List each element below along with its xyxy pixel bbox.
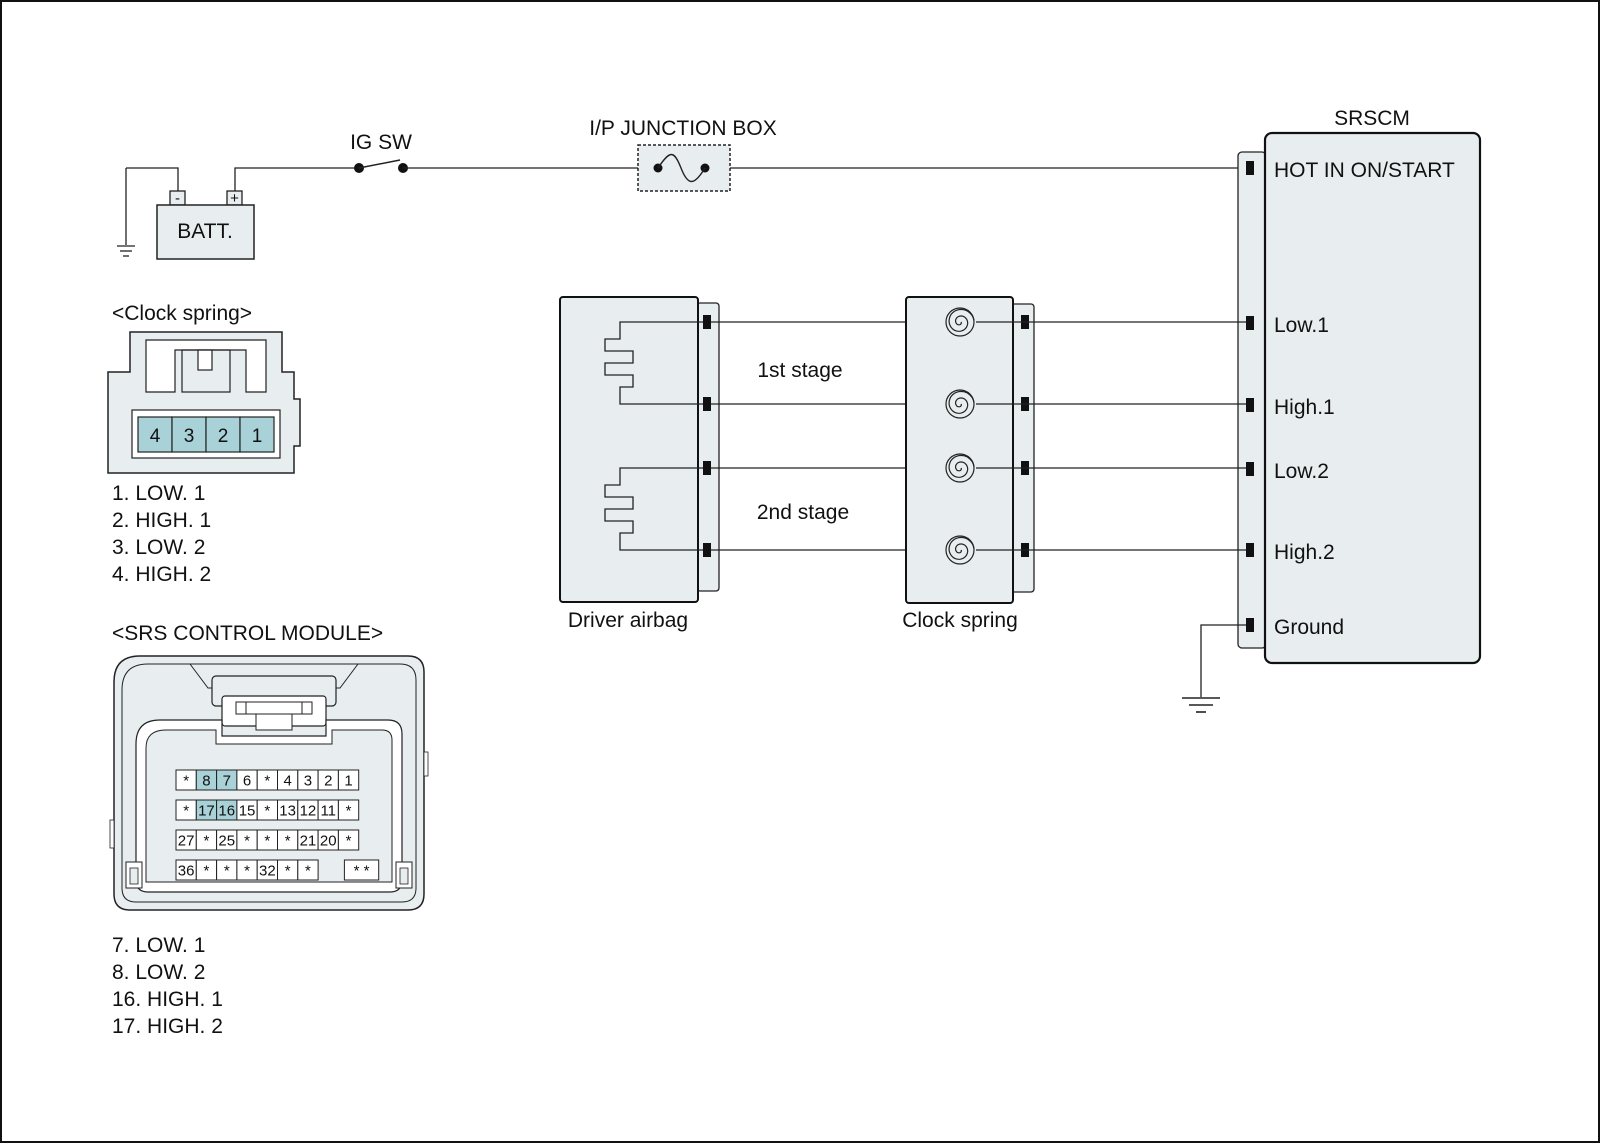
srs-pin-empty — [337, 829, 360, 851]
srs-pin-label: 13 — [279, 803, 296, 820]
battery-label: BATT. — [177, 220, 233, 243]
srs-pin-label: 15 — [239, 803, 256, 820]
clock-spring-label: Clock spring — [902, 609, 1018, 632]
clock-spring-coil-2 — [948, 390, 975, 414]
srs-pin-label: 1 — [344, 773, 352, 790]
battery-minus-label: - — [175, 190, 180, 207]
stage2-label: 2nd stage — [757, 501, 849, 524]
srscm-pin-high1: High.1 — [1246, 396, 1335, 419]
srscm-pin-high2: High.2 — [1246, 541, 1335, 564]
srscm-title: SRSCM — [1334, 107, 1410, 130]
svg-text:High.1: High.1 — [1274, 396, 1335, 419]
srs-pin-label: * — [264, 803, 270, 820]
clock-spring-coil-4 — [948, 536, 975, 560]
srs-pin-label: 6 — [243, 773, 251, 790]
srs-pin-label: 20 — [320, 833, 337, 850]
srs-legend-3: 16. HIGH. 1 — [112, 988, 223, 1011]
srs-pin-label: 17 — [198, 803, 215, 820]
srs-legend-2: 8. LOW. 2 — [112, 961, 205, 984]
clock-spring-pin-label: 4 — [150, 426, 161, 447]
srs-pin-label: 4 — [283, 773, 291, 790]
srs-pin-label: * — [285, 833, 291, 850]
ground-symbol-battery — [117, 168, 135, 257]
srscm-pin-low1: Low.1 — [1246, 314, 1329, 337]
clock-spring-pin-label: 3 — [184, 426, 195, 447]
srs-pin-empty — [297, 859, 319, 881]
srs-pin-1 — [337, 769, 360, 791]
srs-pin-label: * — [346, 833, 352, 850]
svg-text:Ground: Ground — [1274, 616, 1344, 639]
srs-pin-label: * * — [354, 863, 370, 880]
svg-text:HOT IN ON/START: HOT IN ON/START — [1274, 159, 1455, 182]
clock-spring-pin-3 — [171, 416, 207, 453]
clock-spring-connector-title: <Clock spring> — [112, 302, 252, 325]
clock-spring-pin-2 — [205, 416, 241, 453]
srs-pin-label: * — [264, 773, 270, 790]
srs-pin-label: * — [346, 803, 352, 820]
srs-pin-label: 32 — [259, 863, 276, 880]
clock-spring-pin-label: 1 — [252, 426, 263, 447]
srs-pin-label: * — [224, 863, 230, 880]
srs-pin-label: 21 — [300, 833, 317, 850]
srs-pin-label: 8 — [202, 773, 210, 790]
power-circuit: - + BATT. IG SW I/P JUNCTION BOX — [117, 117, 1248, 260]
srs-pin-label: * — [204, 833, 210, 850]
ignition-switch: IG SW — [350, 131, 412, 173]
battery: - + BATT. — [156, 190, 255, 260]
srs-pin-label: * — [285, 863, 291, 880]
srs-pin-label: 11 — [320, 803, 336, 820]
srscm-pin-low2: Low.2 — [1246, 460, 1329, 483]
ground-symbol-srscm — [1182, 624, 1246, 713]
srs-pin-label: * — [204, 863, 210, 880]
clock-spring-coil-3 — [948, 454, 975, 478]
clock-spring-legend-4: 4. HIGH. 2 — [112, 563, 211, 586]
srscm-module: SRSCM HOT IN ON/START Low.1 High.1 Low.2… — [1237, 107, 1482, 665]
srs-pin-label: * — [264, 833, 270, 850]
svg-text:Low.2: Low.2 — [1274, 460, 1329, 483]
clock-spring-pin-label: 2 — [218, 426, 229, 447]
clock-spring-legend-3: 3. LOW. 2 — [112, 536, 205, 559]
srs-pin-label: 2 — [324, 773, 332, 790]
srs-pin-label: * — [244, 863, 250, 880]
srs-module-connector-title: <SRS CONTROL MODULE> — [112, 622, 383, 645]
srs-pin-label: 25 — [218, 833, 235, 850]
clock-spring-legend-1: 1. LOW. 1 — [112, 482, 205, 505]
ip-junction-box: I/P JUNCTION BOX — [589, 117, 777, 192]
driver-airbag: Driver airbag — [559, 296, 720, 632]
srs-pin-label: 7 — [223, 773, 231, 790]
srs-pin-label: * — [244, 833, 250, 850]
ig-switch-label: IG SW — [350, 131, 412, 154]
srs-pin-label: * — [183, 803, 189, 820]
svg-text:Low.1: Low.1 — [1274, 314, 1329, 337]
clock-spring-coil-1 — [948, 308, 975, 332]
srscm-pin-hot-in: HOT IN ON/START — [1246, 159, 1455, 182]
clockspring-srscm-wires — [976, 321, 1246, 551]
clock-spring-connector-view: <Clock spring> 4 3 2 1 1. LOW. 1 2. HIGH. 1… — [107, 302, 301, 586]
clock-spring-pin-1 — [239, 416, 275, 453]
srs-pin-label: 12 — [300, 803, 317, 820]
srscm-pin-ground: Ground — [1246, 616, 1344, 639]
srs-legend-1: 7. LOW. 1 — [112, 934, 205, 957]
junction-box-label: I/P JUNCTION BOX — [589, 117, 776, 140]
srs-pin-empty — [343, 859, 380, 881]
clock-spring-legend-2: 2. HIGH. 1 — [112, 509, 211, 532]
srs-legend-4: 17. HIGH. 2 — [112, 1015, 223, 1038]
battery-plus-label: + — [230, 190, 239, 207]
srs-pin-label: * — [305, 863, 311, 880]
driver-airbag-label: Driver airbag — [568, 609, 688, 632]
srs-pin-empty — [337, 799, 360, 821]
clock-spring: Clock spring — [902, 296, 1035, 632]
svg-text:High.2: High.2 — [1274, 541, 1335, 564]
srs-pin-label: * — [183, 773, 189, 790]
srs-pin-label: 36 — [178, 863, 195, 880]
srs-pin-label: 27 — [178, 833, 195, 850]
srs-pin-label: 3 — [304, 773, 312, 790]
srs-pin-label: 16 — [218, 803, 235, 820]
stage1-label: 1st stage — [757, 359, 842, 382]
